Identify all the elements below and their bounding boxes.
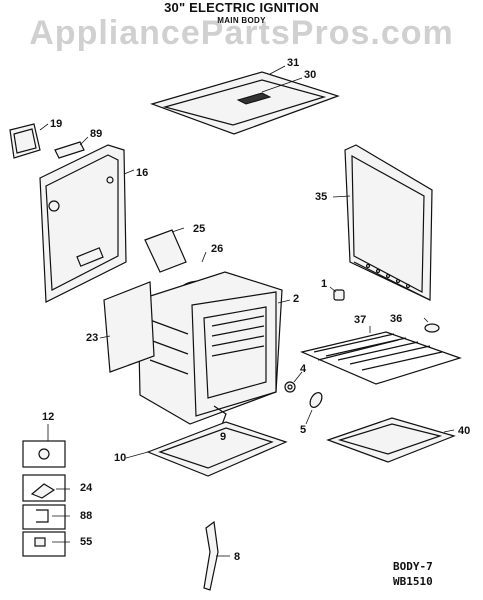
part-top-panel xyxy=(150,65,340,135)
part-broiler-pan xyxy=(326,417,456,463)
callout-24: 24 xyxy=(80,482,93,494)
callout-35: 35 xyxy=(315,191,328,203)
callout-19: 19 xyxy=(50,118,63,130)
part-rear-panel xyxy=(39,144,135,303)
callout-40: 40 xyxy=(458,425,471,437)
callout-2: 2 xyxy=(293,293,300,305)
callout-55: 55 xyxy=(80,536,93,548)
callout-1: 1 xyxy=(321,278,328,290)
part-bracket-19 xyxy=(9,123,49,159)
part-box-55 xyxy=(22,531,70,557)
callout-23: 23 xyxy=(86,332,99,344)
callout-30: 30 xyxy=(304,69,317,81)
callout-10: 10 xyxy=(114,452,127,464)
drawing-code-2: WB1510 xyxy=(393,575,433,588)
callout-5: 5 xyxy=(300,424,307,436)
part-box-12 xyxy=(22,424,66,468)
callout-4: 4 xyxy=(300,363,307,375)
part-knob xyxy=(329,286,345,301)
callout-37: 37 xyxy=(354,314,367,326)
part-duct xyxy=(144,227,187,273)
part-igniter xyxy=(305,392,323,425)
callout-25: 25 xyxy=(193,223,206,235)
callout-12: 12 xyxy=(42,411,55,423)
part-oven-body xyxy=(137,271,291,425)
callout-89: 89 xyxy=(90,128,103,140)
part-box-24 xyxy=(22,474,70,502)
callout-31: 31 xyxy=(287,57,300,69)
callout-88: 88 xyxy=(80,510,93,522)
part-leg xyxy=(203,520,230,591)
diagram-title: 30" ELECTRIC IGNITION xyxy=(164,0,319,15)
part-oven-rack xyxy=(300,326,462,385)
callout-16: 16 xyxy=(136,167,149,179)
part-base xyxy=(125,421,288,477)
callout-9: 9 xyxy=(220,431,227,443)
diagram-subtitle: MAIN BODY xyxy=(217,16,266,25)
part-plate-89 xyxy=(54,136,89,159)
part-left-panel xyxy=(99,281,155,373)
part-side-panel xyxy=(332,144,433,301)
part-fitting xyxy=(423,317,440,333)
callout-26: 26 xyxy=(211,243,224,255)
callout-36: 36 xyxy=(390,313,403,325)
part-nut xyxy=(284,371,303,393)
callout-8: 8 xyxy=(234,551,241,563)
part-box-88 xyxy=(22,504,70,530)
drawing-code-1: BODY-7 xyxy=(393,560,433,573)
